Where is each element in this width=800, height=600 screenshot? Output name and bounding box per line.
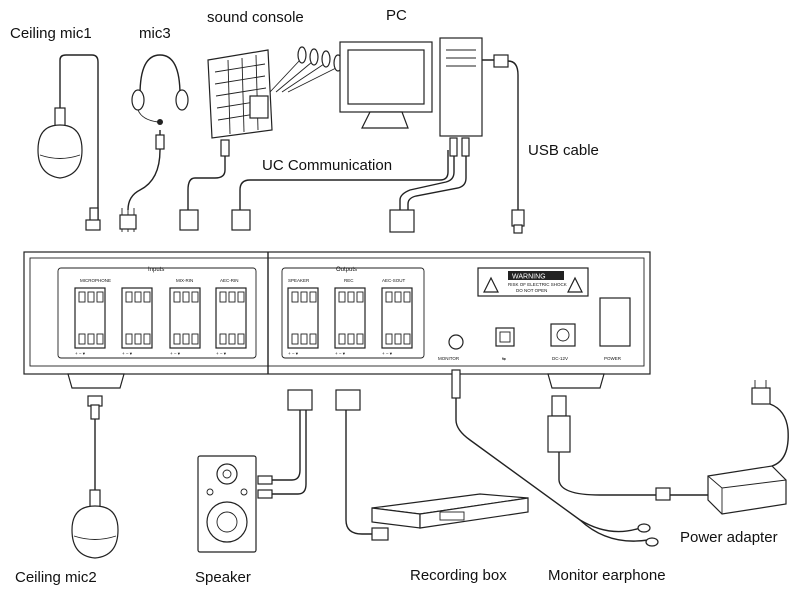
terminal-mix-rin xyxy=(169,287,201,349)
pc xyxy=(339,37,525,234)
label-mic3: mic3 xyxy=(139,25,171,42)
label-power: POWER xyxy=(604,356,622,361)
label-monitor-earphone: Monitor earphone xyxy=(548,567,666,584)
label-rec: REC xyxy=(344,278,354,283)
label-sound-console: sound console xyxy=(207,9,304,26)
monitor-jack xyxy=(448,334,464,350)
speaker-device xyxy=(197,389,313,553)
marks-1: + − ▾ xyxy=(75,351,86,356)
label-aec-rin: AEC-RIN xyxy=(220,278,239,283)
label-dc: DC-12V xyxy=(552,356,568,361)
label-recording-box: Recording box xyxy=(410,567,507,584)
terminal-speaker xyxy=(287,287,319,349)
foot-right xyxy=(547,373,605,389)
marks-3: + − ▾ xyxy=(170,351,181,356)
usb-port: ⇆ xyxy=(495,327,515,361)
outputs-title: Outputs xyxy=(336,267,357,273)
label-ceiling-mic1: Ceiling mic1 xyxy=(10,25,92,42)
terminal-aec-rin xyxy=(215,287,247,349)
mic3-headset xyxy=(119,54,189,232)
label-microphone: MICROPHONE xyxy=(80,278,111,283)
terminal-mic-2 xyxy=(121,287,153,349)
uc-communication-cable xyxy=(231,150,449,231)
terminal-rec xyxy=(334,287,366,349)
warning-line1: RISK OF ELECTRIC SHOCK xyxy=(508,282,567,287)
foot-left xyxy=(67,373,125,389)
terminal-mic-1 xyxy=(74,287,106,349)
dc-port: DC-12V xyxy=(550,323,576,361)
marks-4: + − ▾ xyxy=(216,351,227,356)
ceiling-mic1 xyxy=(37,54,101,231)
marks-7: + − ▾ xyxy=(382,351,393,356)
label-power-adapter: Power adapter xyxy=(680,529,778,546)
power-adapter xyxy=(547,380,789,515)
terminal-aec-sout xyxy=(381,287,413,349)
label-ceiling-mic2: Ceiling mic2 xyxy=(15,569,97,586)
marks-6: + − ▾ xyxy=(335,351,346,356)
label-pc: PC xyxy=(386,7,407,24)
label-speaker: Speaker xyxy=(195,569,251,586)
marks-2: + − ▾ xyxy=(122,351,133,356)
marks-5: + − ▾ xyxy=(288,351,299,356)
svg-text:⇆: ⇆ xyxy=(502,356,506,361)
ceiling-mic2 xyxy=(71,395,119,559)
label-aec-sout: AEC-SOUT xyxy=(382,278,406,283)
label-speaker-out: SPEAKER xyxy=(288,278,310,283)
warning-title: WARNING xyxy=(512,274,546,281)
recording-box xyxy=(335,389,529,541)
warning-label: WARNING RISK OF ELECTRIC SHOCK DO NOT OP… xyxy=(477,267,589,297)
label-uc-communication: UC Communication xyxy=(262,157,392,174)
label-usb-cable: USB cable xyxy=(528,142,599,159)
processor-rear-panel: Inputs MICROPHONE MIX-RIN AEC-RIN Output… xyxy=(23,251,651,389)
sound-console xyxy=(179,46,343,231)
monitor-earphone xyxy=(451,369,659,547)
label-mix-rin: MIX-RIN xyxy=(176,278,193,283)
power-switch: POWER xyxy=(599,297,631,361)
warning-line2: DO NOT OPEN xyxy=(516,288,547,293)
inputs-title: Inputs xyxy=(148,267,164,273)
label-monitor: MONITOR xyxy=(438,356,460,361)
